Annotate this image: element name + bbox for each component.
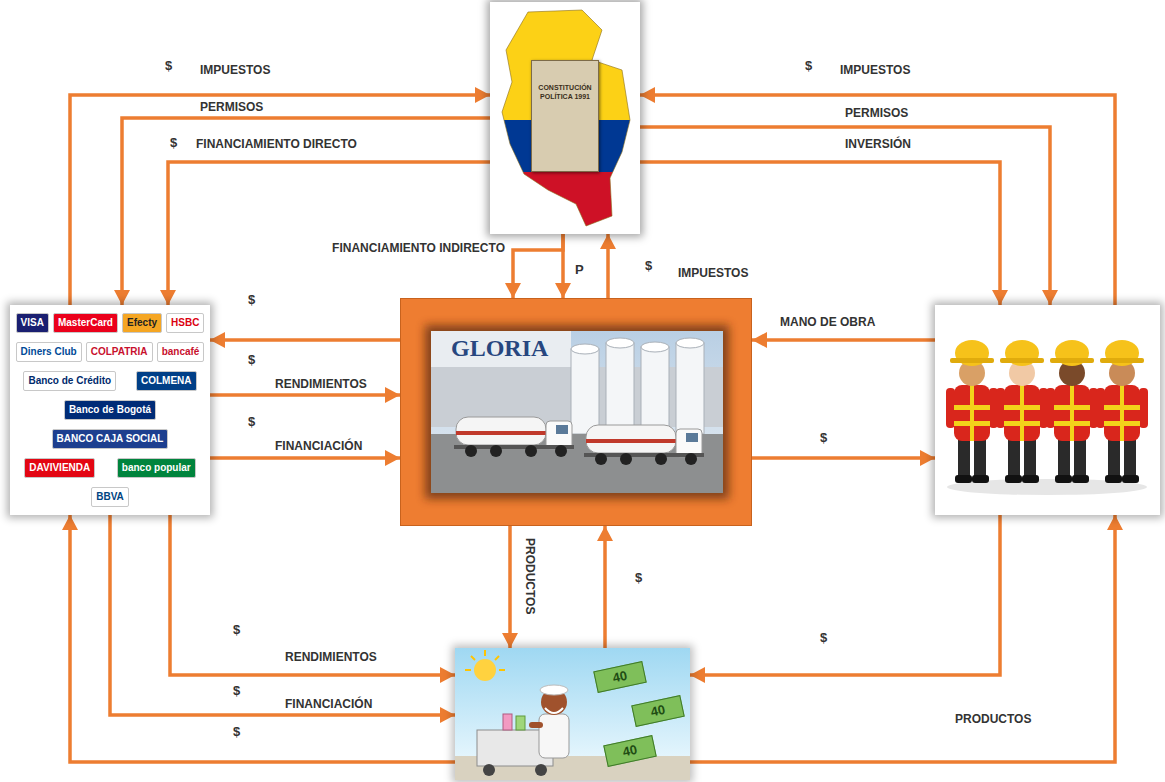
flow-arrow <box>640 162 1000 305</box>
government-node: CONSTITUCIÓN POLÍTICA 1991 <box>490 2 640 234</box>
money-sign: $ <box>248 414 255 429</box>
bank-logo: DAVIVIENDA <box>24 458 95 478</box>
flow-label: IMPUESTOS <box>200 63 270 77</box>
money-sign: $ <box>233 622 240 637</box>
flow-arrow <box>513 234 563 298</box>
bank-logo: banco popular <box>117 458 196 478</box>
bank-logo: COLPATRIA <box>86 342 153 362</box>
flow-label: FINANCIAMIENTO INDIRECTO <box>332 241 505 255</box>
flow-arrow <box>210 393 400 397</box>
flow-arrow <box>603 526 607 648</box>
flow-label: FINANCIACIÓN <box>275 439 362 453</box>
banks-node: VISAMasterCardEfectyHSBC Diners ClubCOLPA… <box>10 305 210 515</box>
market-node: 404040 <box>455 648 690 780</box>
flow-label: IMPUESTOS <box>840 63 910 77</box>
flow-arrow <box>606 234 610 298</box>
plant-photo <box>401 299 753 527</box>
flow-label: $ <box>820 430 827 445</box>
flow-label: FINANCIACIÓN <box>285 697 372 711</box>
flow-arrow <box>690 515 1000 675</box>
company-sign: GLORIA <box>451 333 548 363</box>
bank-logo: MasterCard <box>53 313 118 333</box>
money-sign: $ <box>248 352 255 367</box>
flow-label: FINANCIAMIENTO DIRECTO <box>196 137 357 151</box>
flow-arrow <box>210 456 400 460</box>
flow-arrow <box>70 95 490 305</box>
flow-arrow <box>640 95 1115 305</box>
bank-logo: Banco de Crédito <box>23 371 116 391</box>
flow-label: RENDIMIENTOS <box>275 377 367 391</box>
money-sign: $ <box>170 135 177 150</box>
money-sign: $ <box>645 258 652 273</box>
bank-logo: Diners Club <box>16 342 82 362</box>
flow-arrow <box>561 234 565 298</box>
flow-label: $ <box>635 570 642 585</box>
flow-label: PERMISOS <box>200 100 263 114</box>
bank-logo: BANCO CAJA SOCIAL <box>52 429 169 449</box>
flow-label: P <box>575 262 584 277</box>
flow-arrow <box>170 515 455 675</box>
flow-label: MANO DE OBRA <box>780 315 875 329</box>
money-sign: $ <box>165 58 172 73</box>
logo-grid: VISAMasterCardEfectyHSBC Diners ClubCOLPA… <box>10 305 210 515</box>
flow-arrow <box>690 515 1115 762</box>
constitution-book: CONSTITUCIÓN POLÍTICA 1991 <box>531 60 599 172</box>
flow-label: PERMISOS <box>845 106 908 120</box>
flow-label: $ <box>248 292 255 307</box>
money-sign: $ <box>233 683 240 698</box>
flow-arrow <box>752 456 935 460</box>
flow-label: $ <box>820 630 827 645</box>
flow-arrow <box>168 162 490 305</box>
flow-label: RENDIMIENTOS <box>285 650 377 664</box>
flow-arrow <box>122 118 490 305</box>
flow-arrow <box>752 338 935 342</box>
company-node: GLORIA <box>400 298 752 526</box>
flow-arrow <box>110 515 455 715</box>
bank-logo: VISA <box>16 313 49 333</box>
flow-arrow <box>210 338 400 342</box>
flow-arrow <box>508 526 512 648</box>
flow-label: PRODUCTOS <box>955 712 1031 726</box>
flow-arrow <box>640 127 1050 305</box>
money-sign: $ <box>805 58 812 73</box>
bank-logo: Banco de Bogotá <box>64 400 156 420</box>
flow-arrow <box>70 515 455 762</box>
households-node <box>935 305 1160 515</box>
flow-label: IMPUESTOS <box>678 266 748 280</box>
bank-logo: COLMENA <box>136 371 197 391</box>
workers-illustration <box>935 305 1160 515</box>
bank-logo: bancafé <box>157 342 205 362</box>
flow-label: PRODUCTOS <box>523 538 537 614</box>
flow-label: INVERSIÓN <box>845 137 911 151</box>
bank-logo: Efecty <box>122 313 162 333</box>
bank-logo: BBVA <box>91 487 129 507</box>
bank-logo: HSBC <box>166 313 204 333</box>
flow-label: $ <box>233 724 240 739</box>
